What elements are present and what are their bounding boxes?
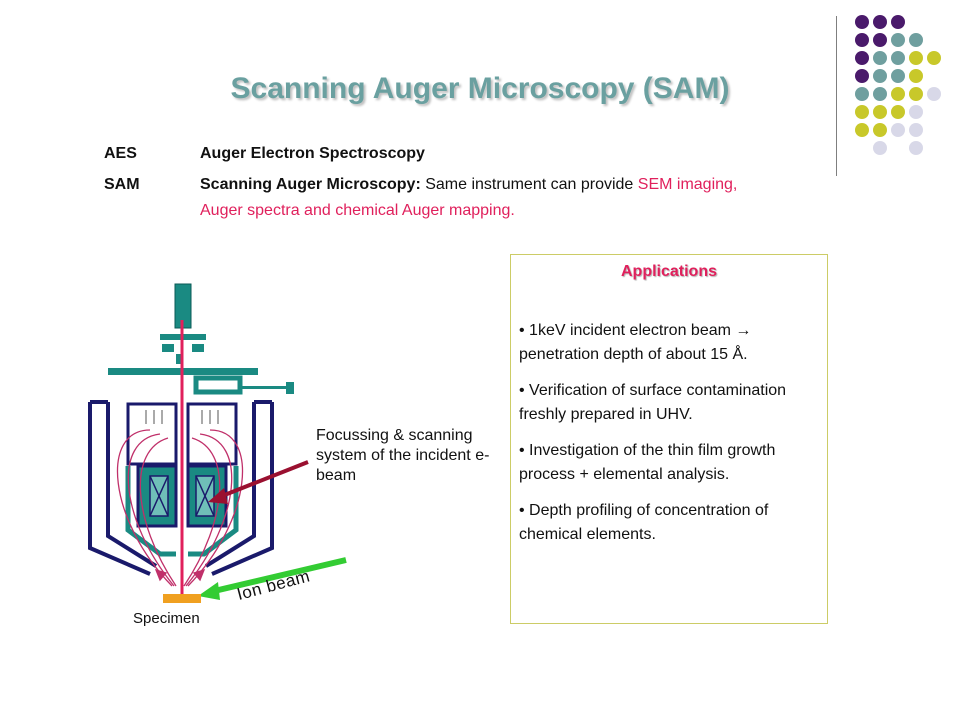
electron-trajectories: [116, 429, 244, 587]
ion-beam-arrowhead: [198, 582, 220, 600]
focus-label: Focussing & scanning system of the incid…: [316, 427, 490, 484]
desc-sam-pink: SEM imaging, Auger spectra and chemical …: [200, 176, 738, 219]
definition-sam: SAM Scanning Auger Microscopy: Same inst…: [104, 172, 764, 228]
list-item: • Investigation of the thin film growth …: [519, 442, 776, 483]
list-item: • Depth profiling of concentration of ch…: [519, 502, 769, 543]
applications-box: Applications • 1keV incident electron be…: [510, 254, 828, 624]
desc-aes: Auger Electron Spectroscopy: [200, 145, 425, 162]
desc-sam-bold: Scanning Auger Microscopy:: [200, 176, 421, 193]
list-item: • 1keV incident electron beam → penetrat…: [519, 322, 752, 363]
specimen: [163, 594, 201, 603]
focus-pointer-arrowhead: [208, 488, 228, 504]
applications-title: Applications: [620, 263, 717, 280]
slide-title: Scanning Auger Microscopy (SAM): [230, 72, 730, 105]
desc-sam: Scanning Auger Microscopy: Same instrume…: [200, 172, 760, 224]
sam-instrument-diagram: [88, 283, 347, 603]
desc-sam-normal: Same instrument can provide: [420, 176, 638, 193]
term-sam: SAM: [104, 176, 140, 193]
analyzer-housing: [88, 400, 274, 576]
definition-aes: AES Auger Electron Spectroscopy: [104, 141, 764, 172]
vertical-divider: [836, 16, 837, 176]
list-item: • Verification of surface contamination …: [519, 382, 787, 423]
electron-gun: [108, 283, 294, 395]
definitions: AES Auger Electron Spectroscopy SAM Scan…: [104, 141, 764, 228]
focus-pointer-arrow: [221, 460, 309, 498]
specimen-label: Specimen: [133, 610, 200, 627]
ion-beam-arrow: [209, 557, 347, 595]
term-aes: AES: [104, 145, 137, 162]
applications-list: • 1keV incident electron beam → penetrat…: [519, 319, 815, 559]
